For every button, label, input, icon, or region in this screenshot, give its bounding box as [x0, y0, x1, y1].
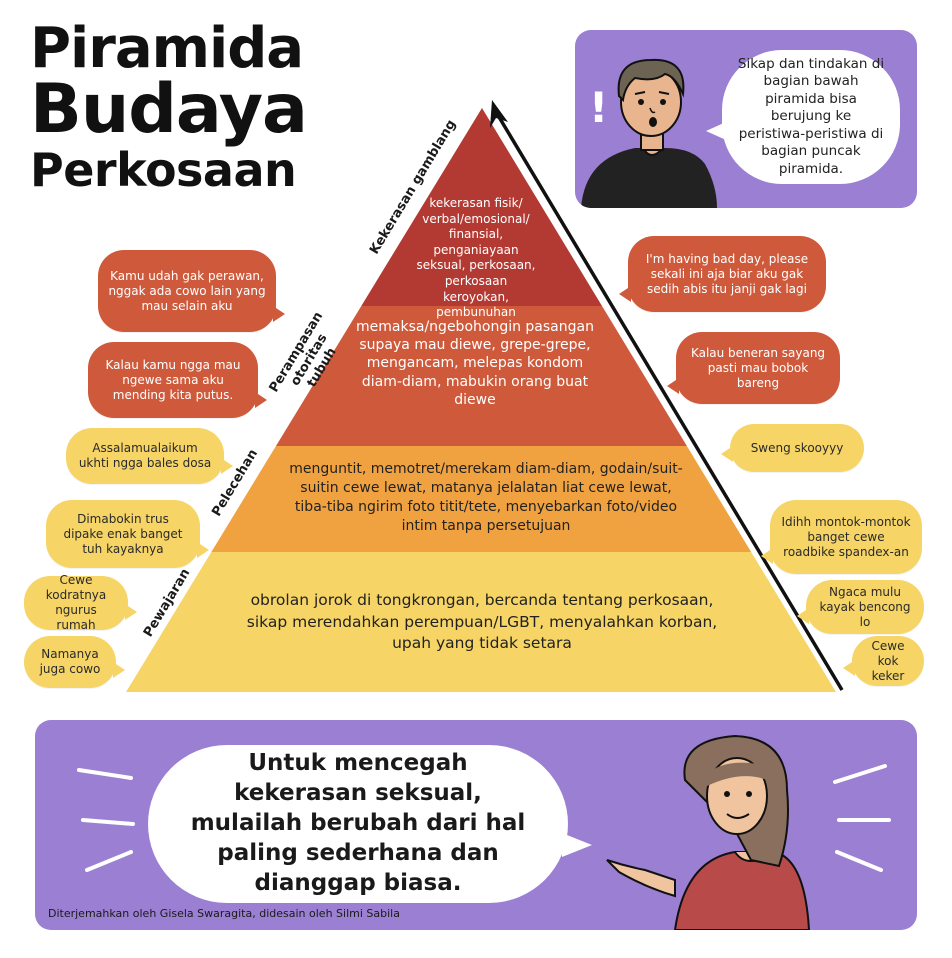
right-bubble-2: Kalau beneran sayang pasti mau bobok bar…: [667, 332, 840, 404]
exclaim-mark: !: [589, 83, 608, 132]
left-bubble-1: Kamu udah gak perawan, nggak ada cowo la…: [98, 250, 285, 332]
bottom-speech-bubble: Untuk mencegah kekerasan seksual, mulail…: [148, 745, 592, 903]
pyramid-level-4-text: obrolan jorok di tongkrongan, bercanda t…: [246, 591, 718, 653]
left-bubble-5: Cewe kodratnya ngurus rumah: [24, 573, 137, 632]
right-bubble-6: Cewe kok keker: [843, 636, 924, 686]
pyramid-level-2-text: memaksa/ngebohongin pasangan supaya mau …: [356, 319, 594, 408]
top-speech-bubble: Sikap dan tindakan di bagian bawah piram…: [706, 50, 900, 184]
right-bubble-1: I'm having bad day, please sekali ini aj…: [619, 236, 826, 312]
burst-line-icon: [77, 734, 891, 930]
right-bubble-5: Ngaca mulu kayak bencong lo: [797, 580, 924, 634]
right-bubble-4: Idihh montok-montok banget cewe roadbike…: [761, 500, 922, 574]
person-woman-illustration: [606, 734, 811, 930]
title-line-1: Piramida: [30, 16, 304, 81]
left-bubble-2: Kalau kamu ngga mau ngewe sama aku mendi…: [88, 342, 267, 418]
title-line-3: Perkosaan: [30, 142, 297, 197]
pyramid-level-4-label: Pewajaran: [140, 566, 194, 640]
pyramid-level-3-text: menguntit, memotret/merekam diam-diam, g…: [289, 461, 683, 535]
credit-text: Diterjemahkan oleh Gisela Swaragita, did…: [48, 907, 400, 920]
page-title: Piramida Budaya Perkosaan: [30, 16, 308, 197]
left-bubble-6: Namanya juga cowo: [24, 636, 125, 688]
left-bubble-4: Dimabokin trus dipake enak banget tuh ka…: [46, 500, 209, 568]
left-bubble-3: Assalamualaikum ukhti ngga bales dosa: [66, 428, 233, 484]
title-line-2: Budaya: [30, 69, 308, 149]
pyramid-level-1-text: kekerasan fisik/ verbal/emosional/ finan…: [416, 196, 536, 320]
right-bubble-3: Sweng skooyyy: [721, 424, 864, 472]
